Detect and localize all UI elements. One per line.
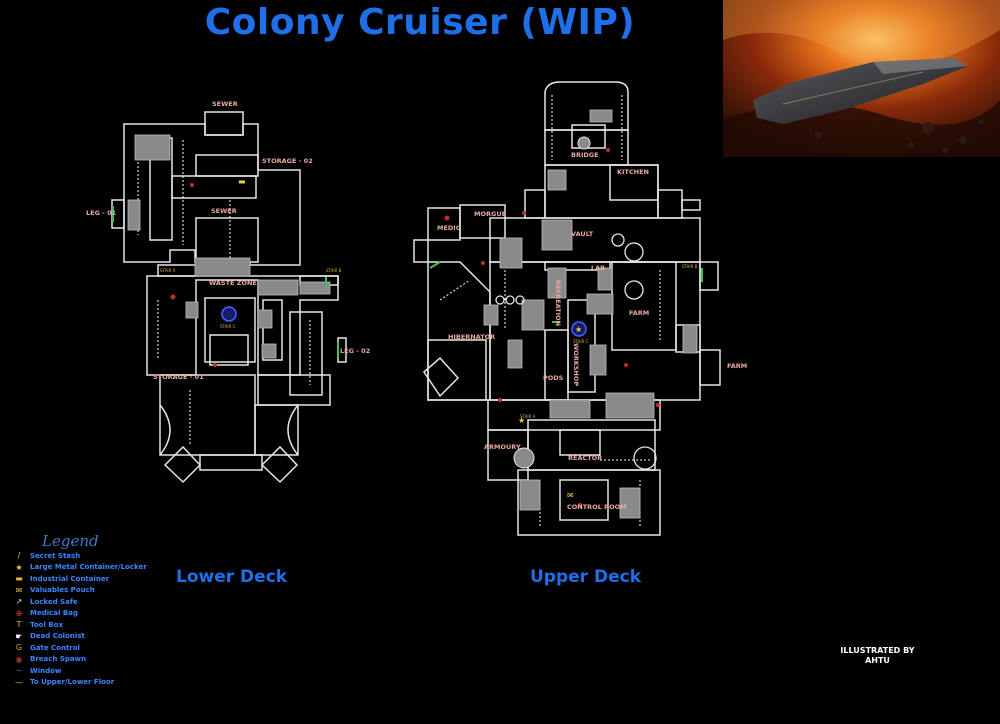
room-label: PODS bbox=[543, 374, 564, 382]
upper-deck-title: Upper Deck bbox=[530, 567, 641, 587]
legend-item: ☛ Dead Colonist bbox=[14, 631, 174, 643]
room-label: SEWER bbox=[212, 100, 238, 108]
lower-deck-plan bbox=[111, 111, 347, 484]
toolbox-icon: T bbox=[16, 620, 22, 630]
room-label: STORAGE - 01 bbox=[153, 373, 204, 381]
credit-line: ILLUSTRATED BY bbox=[840, 646, 915, 655]
svg-text:✉: ✉ bbox=[567, 491, 574, 500]
legend-item-label: Industrial Container bbox=[30, 574, 110, 583]
legend-item-label: Secret Stash bbox=[30, 551, 81, 560]
window-icon: ┈ bbox=[16, 666, 22, 676]
svg-text:▬: ▬ bbox=[238, 177, 246, 186]
legend: Legend / Secret Stash ★ Large Metal Contain… bbox=[14, 532, 174, 688]
legend-item: ◉ Breach Spawn bbox=[14, 654, 174, 666]
stairs-icon: — bbox=[15, 677, 23, 687]
room-label: VAULT bbox=[571, 230, 594, 238]
room-label: STORAGE - 02 bbox=[262, 157, 313, 165]
stair-label: STAIR B bbox=[326, 268, 342, 273]
legend-item-label: Medical Bag bbox=[30, 609, 78, 618]
room-label: FARM bbox=[629, 309, 649, 317]
legend-item: ⊕ Medical Bag bbox=[14, 608, 174, 620]
room-label: RECREATION bbox=[554, 280, 562, 326]
legend-item: ┈ Window bbox=[14, 665, 174, 677]
room-label: WASTE ZONE bbox=[209, 279, 257, 287]
legend-item: ✉ Valuables Pouch bbox=[14, 585, 174, 597]
safe-icon: ↗ bbox=[15, 597, 23, 607]
room-label: BRIDGE bbox=[571, 151, 599, 159]
legend-item-label: Gate Control bbox=[30, 643, 80, 652]
legend-item-label: Breach Spawn bbox=[30, 655, 87, 664]
legend-item-label: Window bbox=[30, 666, 62, 675]
legend-item: ↗ Locked Safe bbox=[14, 596, 174, 608]
credit: ILLUSTRATED BY AHTU bbox=[820, 646, 935, 666]
room-label: LAB bbox=[591, 264, 605, 272]
room-label: MEDIC bbox=[437, 224, 461, 232]
legend-item: G Gate Control bbox=[14, 642, 174, 654]
legend-title: Legend bbox=[42, 532, 99, 550]
svg-text:★: ★ bbox=[575, 325, 582, 334]
medical-bag-icon: ⊕ bbox=[15, 608, 23, 618]
credit-author: AHTU bbox=[865, 656, 890, 665]
stair-label: STAIR A bbox=[520, 414, 536, 419]
legend-item-label: Tool Box bbox=[30, 620, 63, 629]
stair-label: STAIR A bbox=[160, 268, 176, 273]
room-label: SEWER bbox=[211, 207, 237, 215]
pouch-icon: ✉ bbox=[15, 585, 23, 595]
room-label: FARM bbox=[727, 362, 747, 370]
page-title: Colony Cruiser (WIP) bbox=[204, 2, 636, 43]
legend-item-label: Valuables Pouch bbox=[30, 586, 95, 595]
room-label: REACTOR bbox=[568, 454, 602, 462]
stair-label: STAIR C bbox=[573, 339, 589, 344]
legend-item-label: Locked Safe bbox=[30, 597, 78, 606]
dead-colonist-icon: ☛ bbox=[15, 631, 23, 641]
room-label: CONTROL ROOM bbox=[567, 503, 627, 511]
lower-deck-title: Lower Deck bbox=[176, 567, 288, 587]
stair-label: STAIR C bbox=[220, 324, 236, 329]
gate-control-icon: G bbox=[15, 643, 23, 653]
room-label: HIBERNATOR bbox=[448, 333, 495, 341]
legend-item-label: Large Metal Container/Locker bbox=[30, 563, 147, 572]
legend-item: T Tool Box bbox=[14, 619, 174, 631]
room-label: LEG - 02 bbox=[340, 347, 370, 355]
upper-deck-plan bbox=[413, 81, 721, 536]
breach-spawn-icon: ◉ bbox=[15, 654, 23, 664]
legend-item: ★ Large Metal Container/Locker bbox=[14, 562, 174, 574]
legend-item-label: Dead Colonist bbox=[30, 632, 85, 641]
stair-label: STAIR B bbox=[682, 264, 698, 269]
legend-item-label: To Upper/Lower Floor bbox=[30, 678, 115, 687]
room-label: ARMOURY bbox=[484, 443, 521, 451]
secret-stash-icon: / bbox=[17, 551, 21, 561]
star-icon: ★ bbox=[15, 562, 23, 572]
room-label: WORKSHOP bbox=[572, 343, 580, 386]
legend-item: / Secret Stash bbox=[14, 550, 174, 562]
space-ship-artwork bbox=[723, 0, 1000, 157]
room-label: LEG - 01 bbox=[86, 209, 117, 217]
legend-item: — To Upper/Lower Floor bbox=[14, 677, 174, 689]
industrial-container-icon: ▬ bbox=[15, 574, 23, 584]
legend-item: ▬ Industrial Container bbox=[14, 573, 174, 585]
room-label: MORGUE bbox=[474, 210, 506, 218]
svg-text:★: ★ bbox=[518, 416, 525, 425]
room-label: KITCHEN bbox=[617, 168, 649, 176]
